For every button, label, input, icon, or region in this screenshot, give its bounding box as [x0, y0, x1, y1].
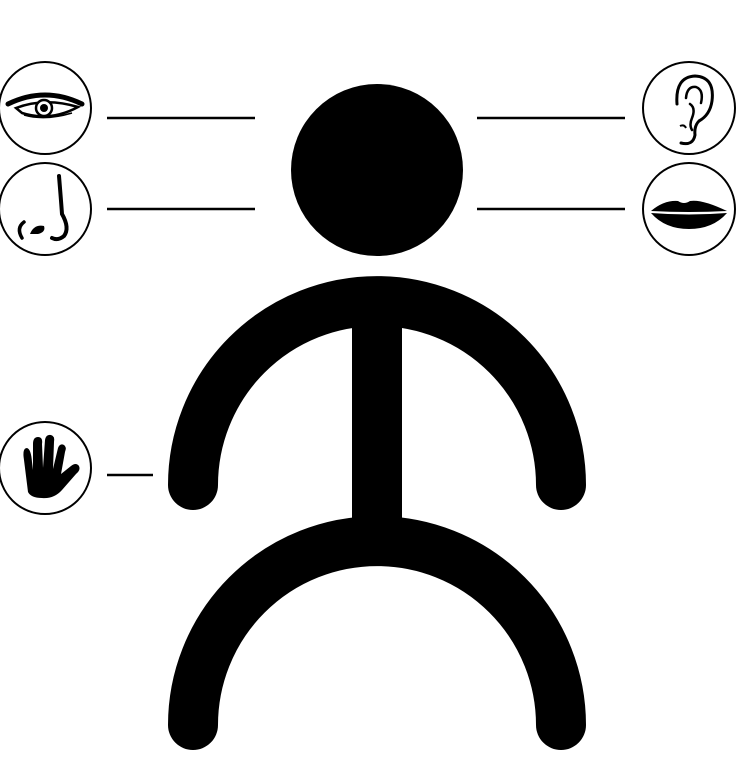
- mouth-icon: [643, 163, 735, 255]
- figure-legs: [193, 541, 561, 725]
- eye-icon: [0, 62, 91, 154]
- stick-figure: [193, 84, 561, 725]
- figure-torso: [352, 300, 402, 530]
- figure-head: [291, 84, 463, 256]
- ear-icon: [643, 62, 735, 154]
- hand-icon: [0, 422, 91, 514]
- nose-icon: [0, 163, 91, 255]
